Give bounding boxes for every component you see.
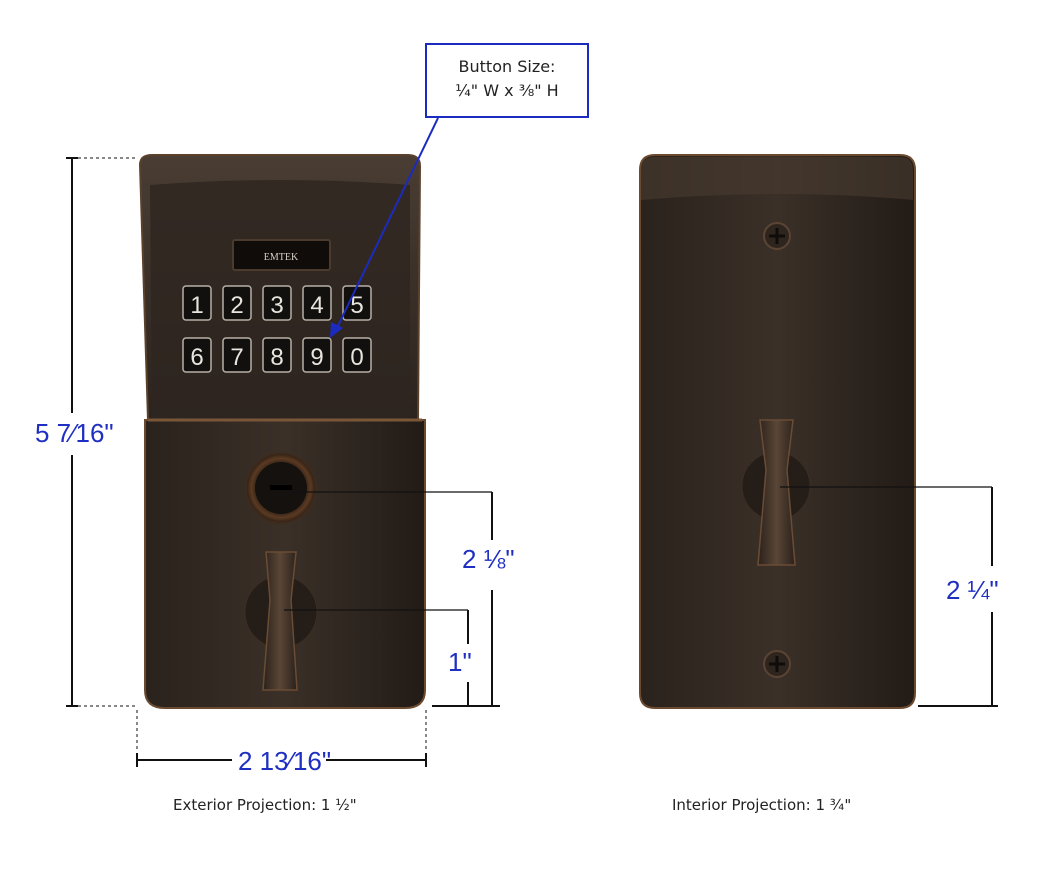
interior-caption: Interior Projection: 1 ¾" <box>672 796 852 814</box>
interior-lock <box>639 154 916 709</box>
button-size-callout: Button Size: ¼" W x ⅜" H <box>425 43 589 118</box>
interior-dimension-label: 2 ¼" <box>946 575 999 605</box>
screw-icon <box>763 222 791 250</box>
callout-size: ¼" W x ⅜" H <box>455 81 559 100</box>
svg-text:5: 5 <box>350 292 363 319</box>
svg-text:7: 7 <box>230 344 243 371</box>
svg-text:6: 6 <box>190 344 203 371</box>
keypad-key-6[interactable]: 6 <box>182 337 212 373</box>
keypad-key-3[interactable]: 3 <box>262 285 292 321</box>
callout-arrowhead <box>330 322 343 338</box>
exterior-caption: Exterior Projection: 1 ½" <box>173 796 357 814</box>
keypad-key-1[interactable]: 1 <box>182 285 212 321</box>
keypad-row-2: 6 7 8 9 0 <box>182 337 372 373</box>
keyhole-dimension-label: 2 ⅛" <box>462 544 515 574</box>
exterior-lock: EMTEK 1 2 3 4 5 6 7 8 9 0 <box>138 154 426 709</box>
exterior-lever[interactable] <box>262 551 298 691</box>
callout-title: Button Size: <box>458 57 556 76</box>
keypad-key-9[interactable]: 9 <box>302 337 332 373</box>
width-dimension-label: 2 13⁄16" <box>238 746 331 776</box>
keypad-key-0[interactable]: 0 <box>342 337 372 373</box>
svg-text:3: 3 <box>270 292 283 319</box>
keyhole-slot <box>270 485 292 490</box>
interior-thumbturn[interactable] <box>757 419 796 566</box>
svg-text:2: 2 <box>230 292 243 319</box>
screw-icon <box>763 650 791 678</box>
keypad-key-4[interactable]: 4 <box>302 285 332 321</box>
svg-text:1: 1 <box>190 292 203 319</box>
thumbturn-dimension-label: 1" <box>448 647 472 677</box>
height-dimension-label: 5 7⁄16" <box>35 418 114 448</box>
keypad-key-2[interactable]: 2 <box>222 285 252 321</box>
svg-text:0: 0 <box>350 344 363 371</box>
brand-plate <box>232 239 331 271</box>
dimension-lines <box>66 117 998 767</box>
keypad-key-7[interactable]: 7 <box>222 337 252 373</box>
svg-text:8: 8 <box>270 344 283 371</box>
brand-label: EMTEK <box>264 252 299 263</box>
keypad-row-1: 1 2 3 4 5 <box>182 285 372 321</box>
svg-text:4: 4 <box>310 292 323 319</box>
keypad-key-5[interactable]: 5 <box>342 285 372 321</box>
interior-top-cap <box>641 157 913 200</box>
keypad-key-8[interactable]: 8 <box>262 337 292 373</box>
svg-text:9: 9 <box>310 344 323 371</box>
